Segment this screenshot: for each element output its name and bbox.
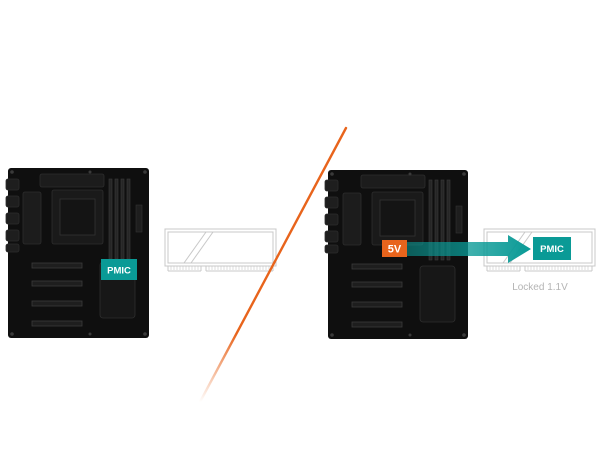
voltage-badge xyxy=(382,240,407,257)
left-pmic-chip xyxy=(101,259,137,280)
divider-slash xyxy=(198,126,348,404)
left-ram-module xyxy=(164,228,277,272)
voltage-label: 5V xyxy=(388,244,402,256)
left-pmic-label: PMIC xyxy=(107,266,131,277)
right-pmic-chip xyxy=(533,237,571,260)
left-motherboard: PMIC xyxy=(5,168,149,338)
right-pmic-label: PMIC xyxy=(540,244,564,255)
locked-voltage-caption: Locked 1.1V xyxy=(512,282,568,293)
voltage-feed-arrow xyxy=(404,235,531,263)
